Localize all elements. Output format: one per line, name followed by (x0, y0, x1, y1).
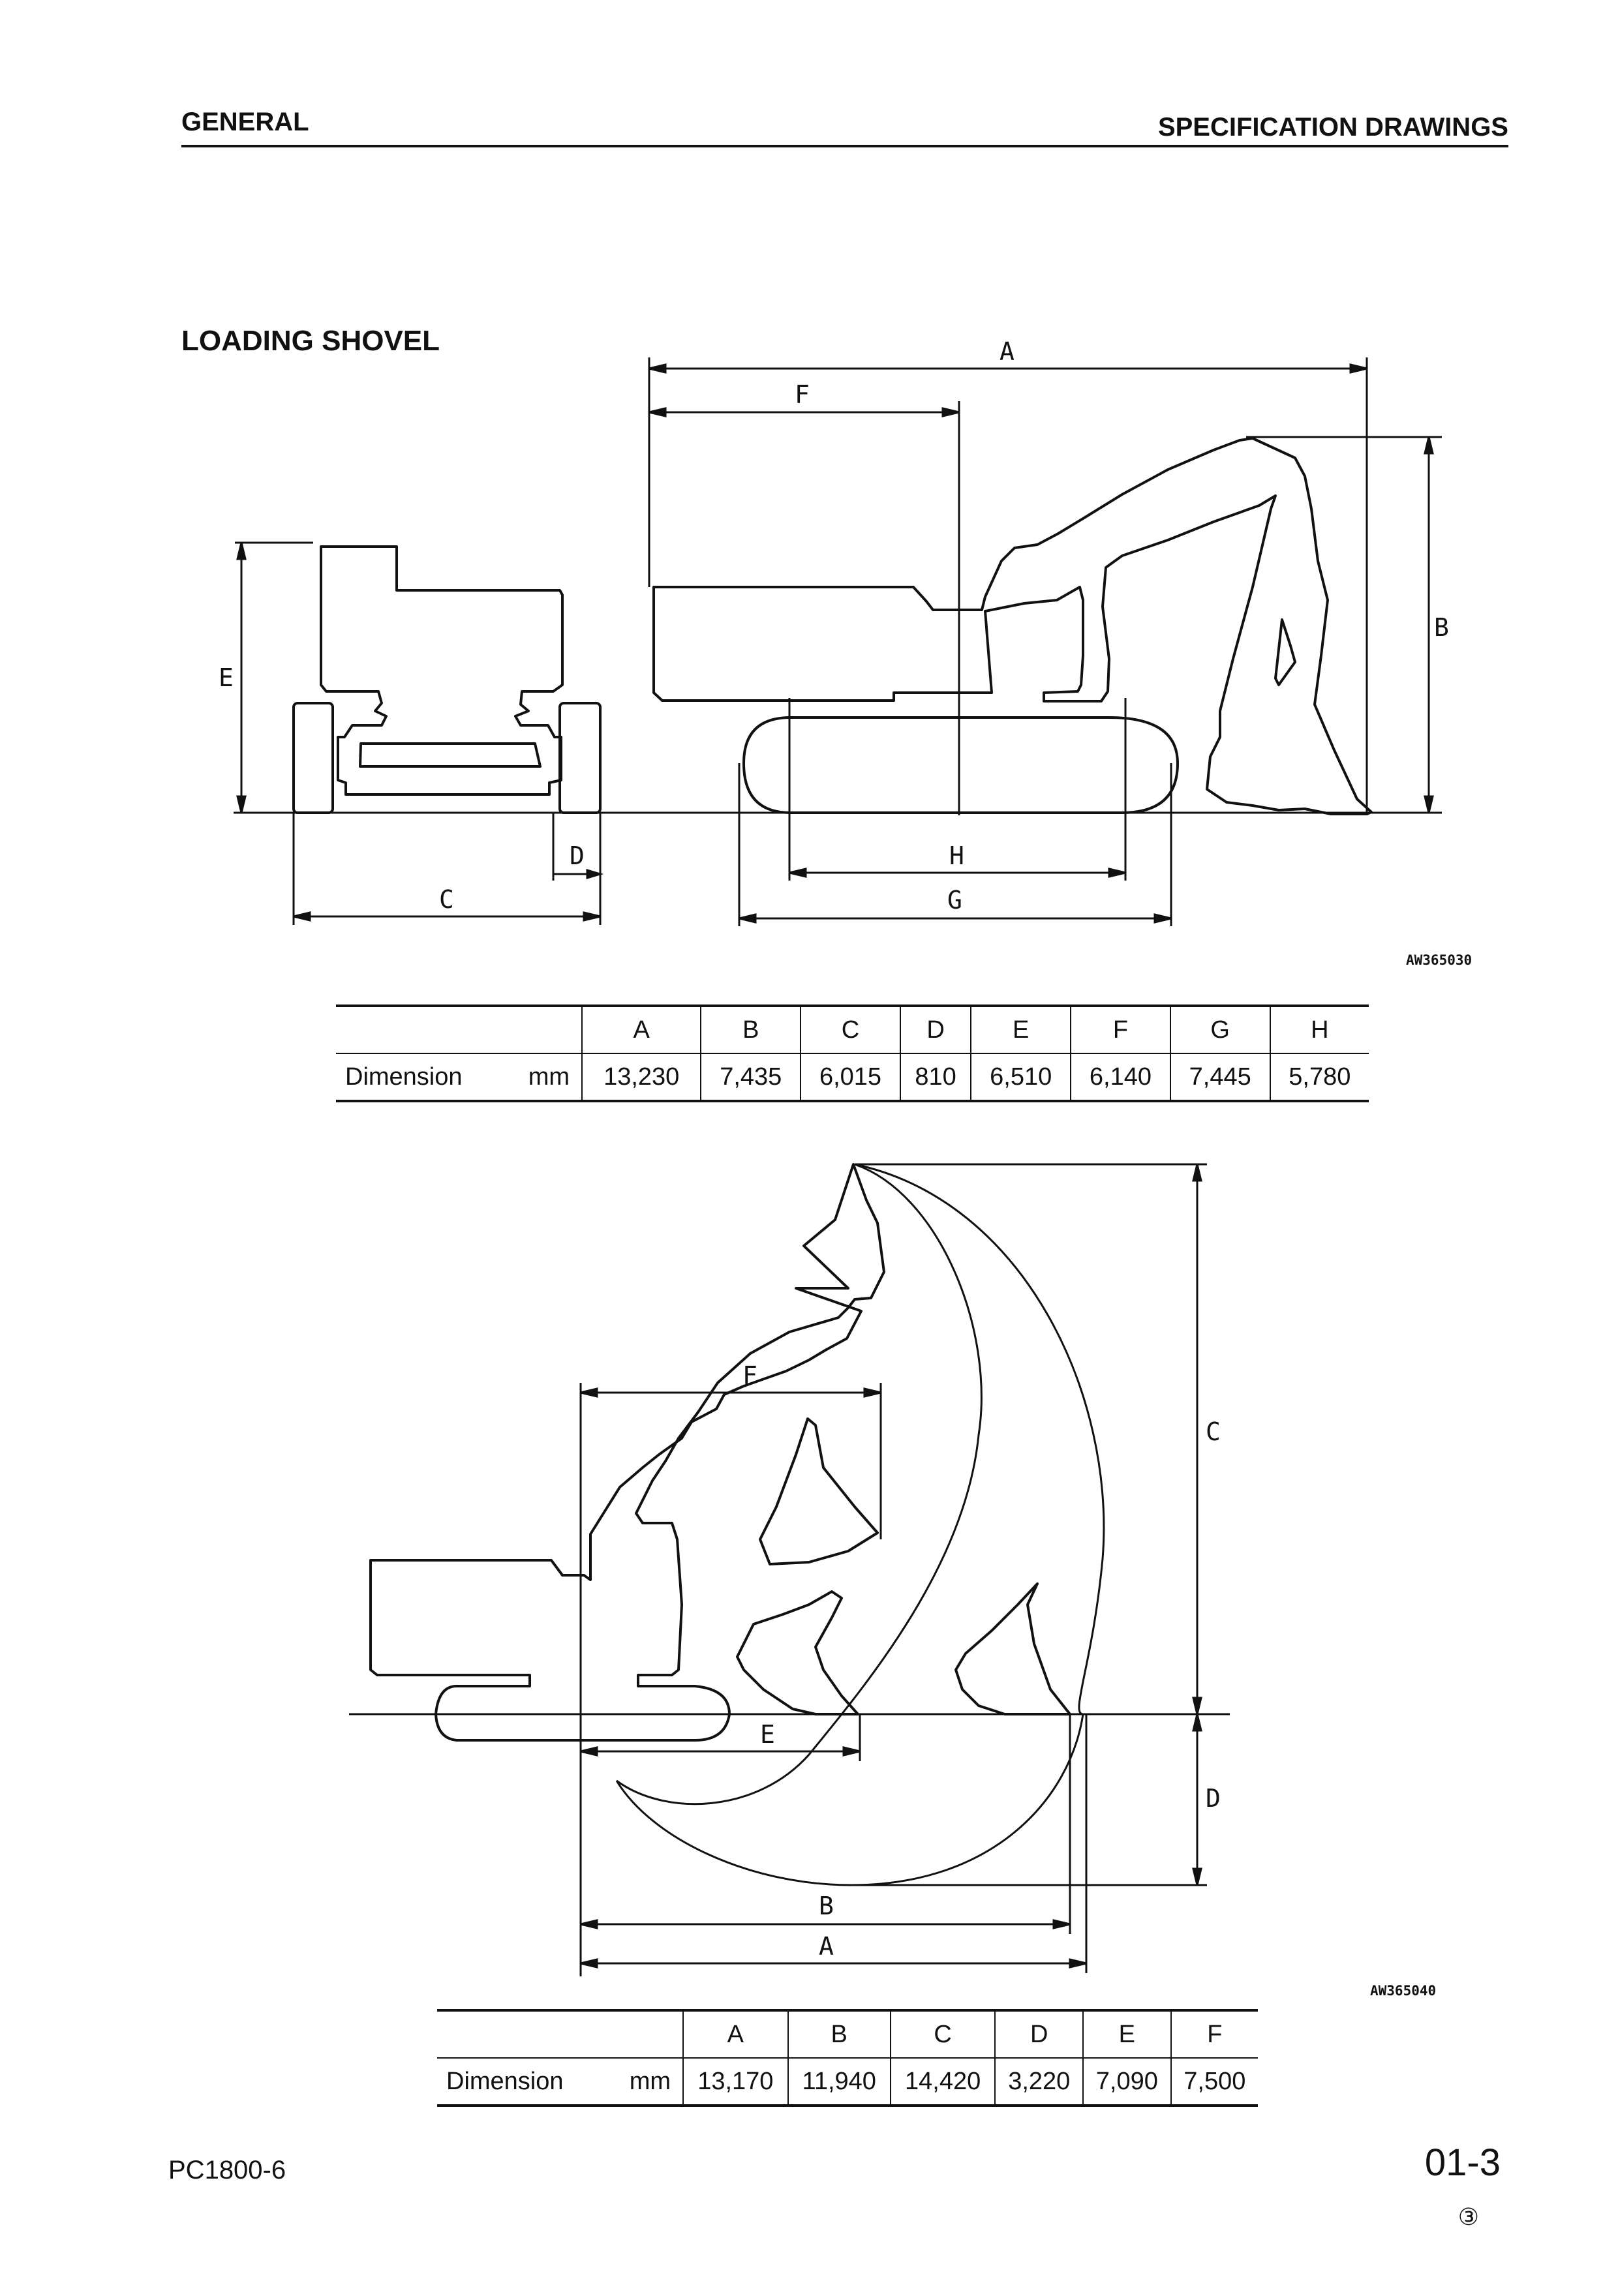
table2-col-b: B (787, 2010, 891, 2059)
table1-val-h: 5,780 (1269, 1053, 1369, 1101)
table2-col-f: F (1170, 2010, 1258, 2059)
header-rule (181, 145, 1508, 147)
footer-revision: ③ (1458, 2203, 1479, 2230)
table1-dimensions: A B C D E F G H Dimension mm 13,230 7,43… (336, 1004, 1369, 1102)
machine-body (369, 1163, 885, 1742)
table2-col-e: E (1082, 2010, 1171, 2059)
dim-label-c: C (439, 885, 454, 914)
dim-label-d: D (1206, 1784, 1221, 1813)
dim-label-b: B (819, 1892, 834, 1920)
table-row: Dimension mm 13,170 11,940 14,420 3,220 … (437, 2058, 1258, 2106)
table2-val-a: 13,170 (682, 2058, 788, 2106)
dim-label-f: F (795, 380, 810, 409)
table1-unit: mm (528, 1063, 570, 1091)
table1-row-label: Dimension (345, 1063, 463, 1091)
table2-val-e: 7,090 (1082, 2058, 1171, 2106)
table1-val-g: 7,445 (1169, 1053, 1270, 1101)
table1-val-f: 6,140 (1070, 1053, 1170, 1101)
dim-label-g: G (947, 886, 962, 914)
table1-col-f: F (1070, 1006, 1170, 1054)
table1-col-b: B (700, 1006, 801, 1054)
table1-col-e: E (970, 1006, 1071, 1054)
dim-label-d: D (570, 841, 585, 870)
table2-col-a: A (682, 2010, 788, 2059)
header-section: GENERAL (181, 108, 309, 136)
table1-val-e: 6,510 (970, 1053, 1071, 1101)
table2-val-c: 14,420 (889, 2058, 996, 2106)
figure1-code: AW365030 (1406, 952, 1473, 968)
table1-val-b: 7,435 (700, 1053, 801, 1101)
dim-label-a: A (819, 1932, 834, 1961)
table1-col-d: D (899, 1006, 971, 1054)
table-row: Dimension mm 13,230 7,435 6,015 810 6,51… (336, 1053, 1369, 1101)
table2-col-c: C (889, 2010, 996, 2059)
header-title: SPECIFICATION DRAWINGS (1157, 113, 1508, 142)
bucket-far (954, 1582, 1071, 1715)
dim-label-e: E (219, 663, 234, 692)
dim-label-c: C (1206, 1417, 1221, 1446)
section-title: LOADING SHOVEL (181, 325, 440, 357)
footer-page-number: 01-3 (1424, 2141, 1501, 2184)
table-row: A B C D E F (437, 2010, 1258, 2059)
working-envelope-outer (615, 1163, 1105, 1886)
table1-col-h: H (1269, 1006, 1369, 1054)
table1-val-a: 13,230 (581, 1053, 701, 1101)
table2-val-f: 7,500 (1170, 2058, 1258, 2106)
dim-label-f: F (742, 1361, 757, 1390)
bucket-mid (736, 1590, 859, 1715)
table1-col-a: A (581, 1006, 701, 1054)
side-view-machine (652, 437, 1373, 815)
table1-col-c: C (800, 1006, 900, 1054)
table2-dimensions: A B C D E F Dimension mm 13,170 11,940 1… (437, 2009, 1258, 2107)
table2-val-b: 11,940 (787, 2058, 891, 2106)
dim-label-b: B (1434, 613, 1449, 642)
bucket-high (759, 1417, 879, 1565)
table-row: A B C D E F G H (336, 1006, 1369, 1054)
working-envelope-inner (616, 1163, 983, 1805)
table2-row-label: Dimension (446, 2067, 564, 2095)
figure-working-range: F E C D B A (349, 1163, 1230, 1976)
figure2-code: AW365040 (1370, 1983, 1437, 1999)
front-view-machine (292, 545, 602, 814)
dim-label-h: H (949, 841, 964, 870)
dim-label-a: A (1000, 337, 1015, 366)
table2-val-d: 3,220 (994, 2058, 1084, 2106)
table1-val-c: 6,015 (800, 1053, 900, 1101)
table2-unit: mm (629, 2067, 671, 2095)
table2-col-d: D (994, 2010, 1084, 2059)
table1-col-g: G (1169, 1006, 1270, 1054)
figure-front-side-view: A F B E C D H G (219, 337, 1449, 926)
table1-val-d: 810 (899, 1053, 971, 1101)
dim-label-e: E (760, 1720, 775, 1749)
footer-model: PC1800-6 (168, 2156, 286, 2184)
